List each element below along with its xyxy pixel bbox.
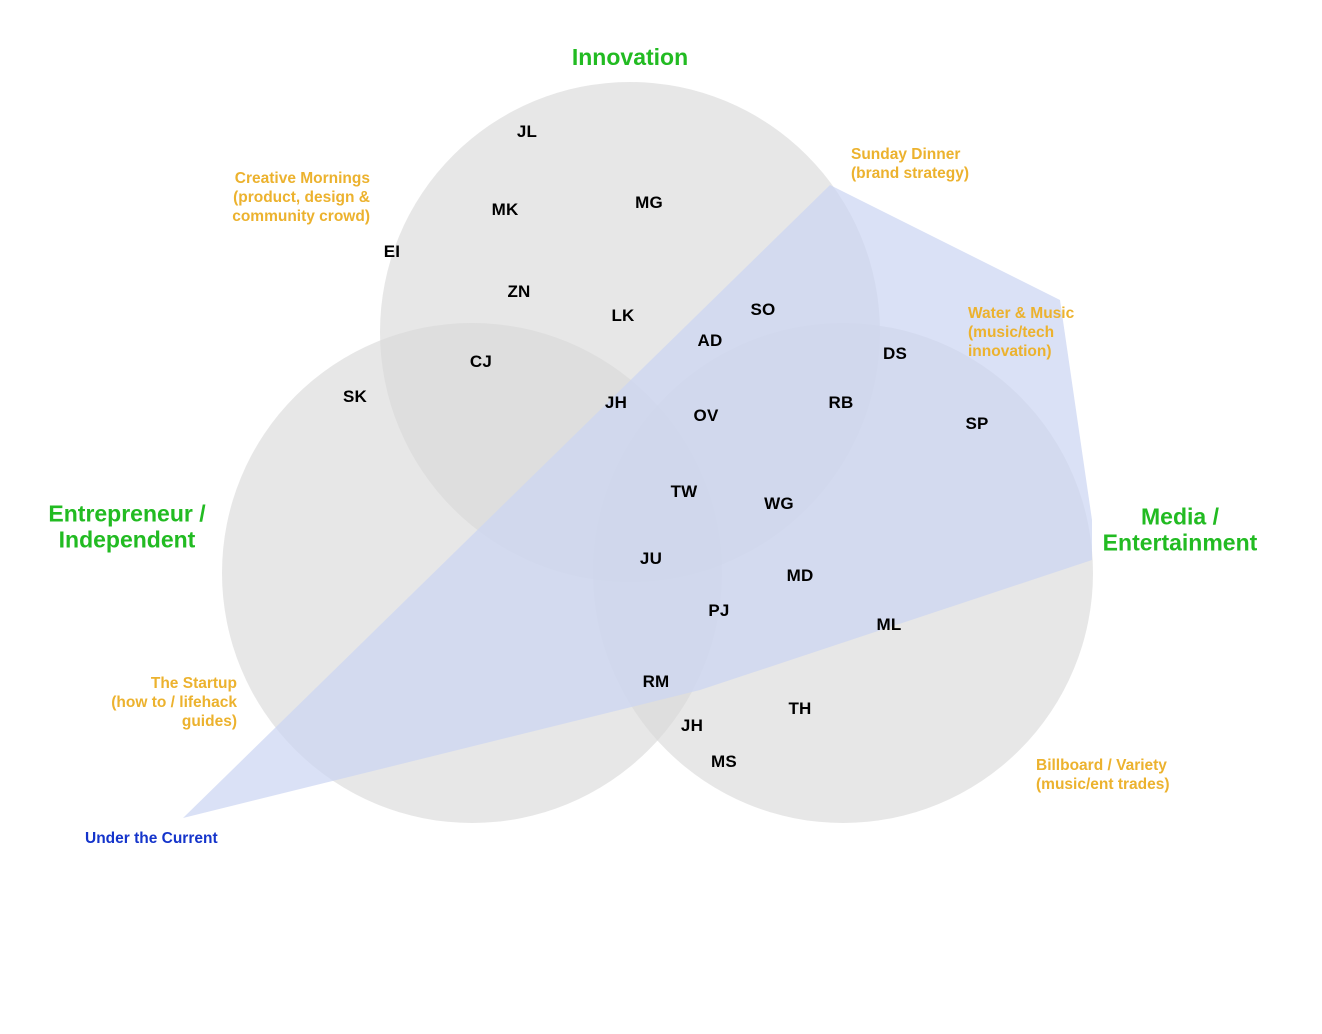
node-label[interactable]: OV: [693, 406, 719, 425]
node-label[interactable]: DS: [882, 344, 908, 363]
under-the-current-wedge-group: [183, 185, 1092, 818]
under-the-current-wedge[interactable]: [183, 185, 1092, 818]
node-label[interactable]: PJ: [708, 601, 730, 620]
node-label[interactable]: TW: [670, 482, 698, 501]
node-label[interactable]: MD: [786, 566, 814, 585]
node-label[interactable]: MK: [491, 200, 519, 219]
node-label[interactable]: RM: [642, 672, 670, 691]
wedge-label-under-the-current[interactable]: Under the Current: [85, 830, 218, 847]
node-label[interactable]: JU: [639, 549, 663, 568]
node-label[interactable]: RB: [828, 393, 854, 412]
node-label[interactable]: SK: [342, 387, 368, 406]
node-label[interactable]: MS: [711, 752, 737, 771]
node-label[interactable]: ZN: [507, 282, 531, 301]
annotation-creative-mornings[interactable]: Creative Mornings (product, design & com…: [232, 170, 370, 225]
circle-title-entrepreneur[interactable]: Entrepreneur / Independent: [48, 500, 206, 552]
node-label[interactable]: TH: [788, 699, 812, 718]
annotation-billboard-variety[interactable]: Billboard / Variety (music/ent trades): [1036, 757, 1170, 793]
node-label[interactable]: WG: [764, 494, 794, 513]
node-label[interactable]: JH: [680, 716, 704, 735]
node-label[interactable]: MG: [635, 193, 663, 212]
node-label[interactable]: EI: [383, 242, 401, 261]
node-label[interactable]: LK: [611, 306, 635, 325]
node-label[interactable]: AD: [697, 331, 723, 350]
node-label[interactable]: JH: [604, 393, 628, 412]
circle-title-innovation[interactable]: Innovation: [571, 44, 689, 70]
annotation-the-startup[interactable]: The Startup (how to / lifehack guides): [111, 675, 237, 730]
node-label[interactable]: JL: [516, 122, 538, 141]
annotation-water-and-music[interactable]: Water & Music (music/tech innovation): [968, 305, 1075, 360]
node-label[interactable]: SP: [965, 414, 989, 433]
node-label[interactable]: ML: [876, 615, 902, 634]
annotation-sunday-dinner[interactable]: Sunday Dinner (brand strategy): [851, 146, 969, 182]
node-label[interactable]: SO: [750, 300, 776, 319]
circle-title-media[interactable]: Media / Entertainment: [1102, 503, 1258, 555]
node-label[interactable]: CJ: [469, 352, 493, 371]
